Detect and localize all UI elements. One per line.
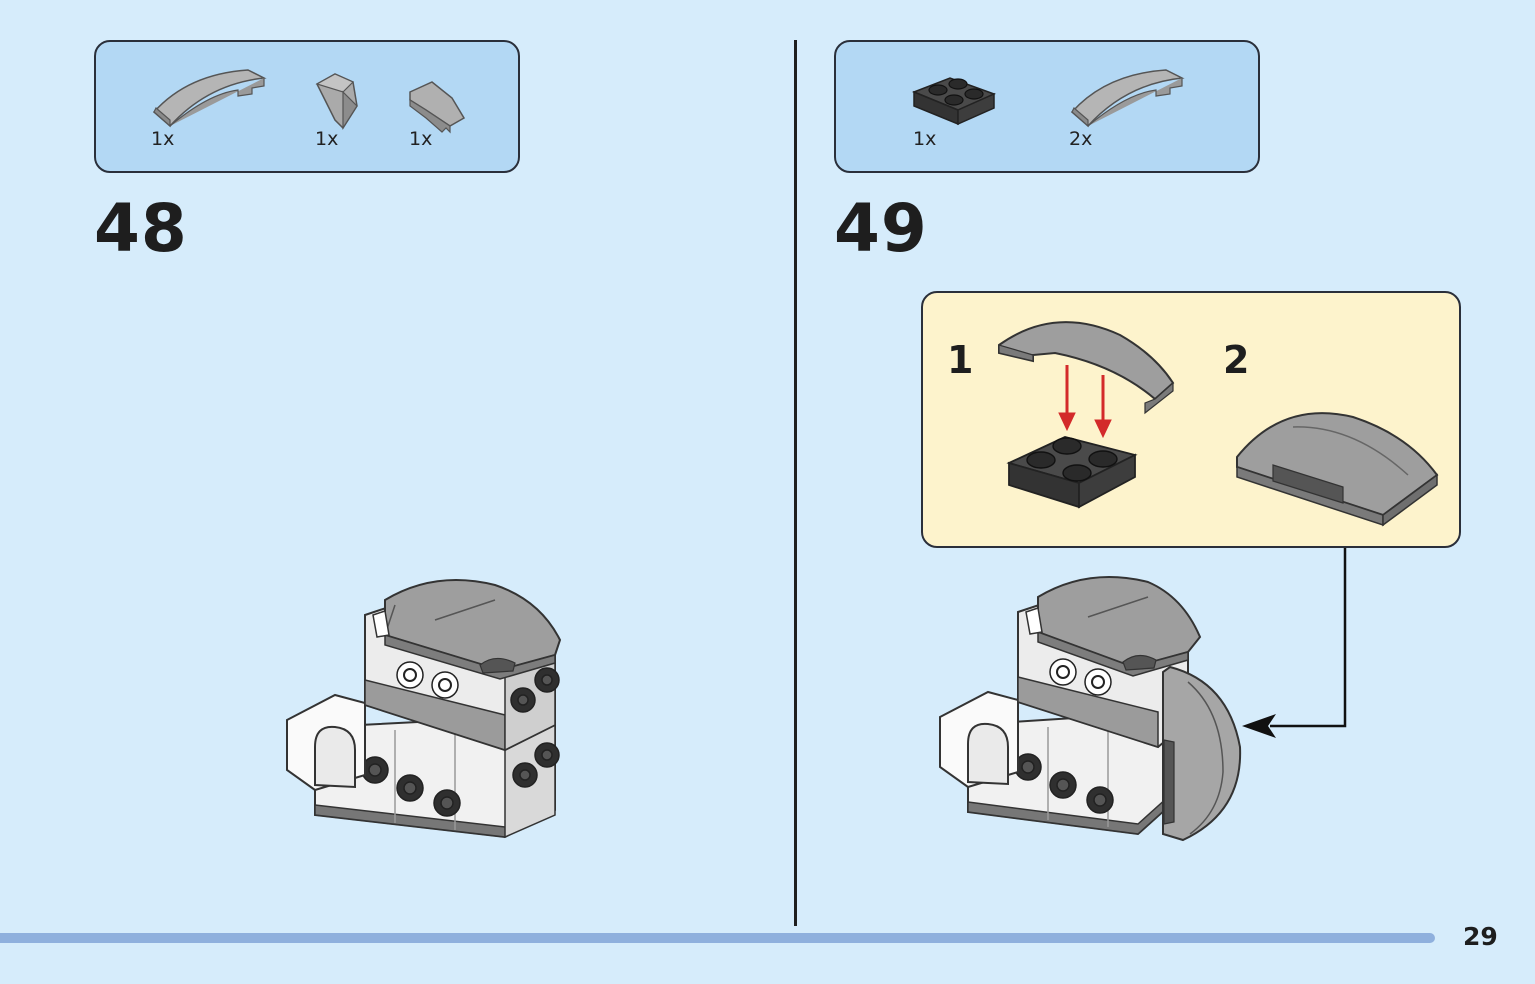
dark-plate-2x2-icon [911,77,997,126]
parts-box-step-49: 1x 2x [834,40,1260,173]
parts-box-step-48: 1x 1x 1x [94,40,520,173]
sub-assembly-callout: 1 2 [921,291,1461,548]
curved-slope-piece-icon [1070,69,1185,128]
part-qty-1: 1x [151,128,175,150]
page-number: 29 [1463,922,1498,951]
part-qty-2: 2x [1069,128,1093,150]
callout-connector-arrow [1242,548,1347,738]
sub-step-number-2: 2 [1223,338,1250,382]
sub-step-2-illustration [1236,412,1439,527]
bottom-bar [0,933,1435,943]
part-qty-1: 1x [913,128,937,150]
sub-step-number-1: 1 [947,338,974,382]
curved-slope-piece-icon [152,69,267,128]
step-number-48: 48 [94,190,188,267]
model-assembly-step-49 [939,576,1242,842]
page-divider [794,40,797,926]
sub-step-1-illustration [998,321,1175,509]
part-qty-3: 1x [409,128,433,150]
wedge-plate-piece-icon [409,81,466,134]
model-assembly-step-48 [286,579,562,839]
small-wedge-piece-icon [315,73,358,131]
part-qty-2: 1x [315,128,339,150]
step-number-49: 49 [834,190,928,267]
